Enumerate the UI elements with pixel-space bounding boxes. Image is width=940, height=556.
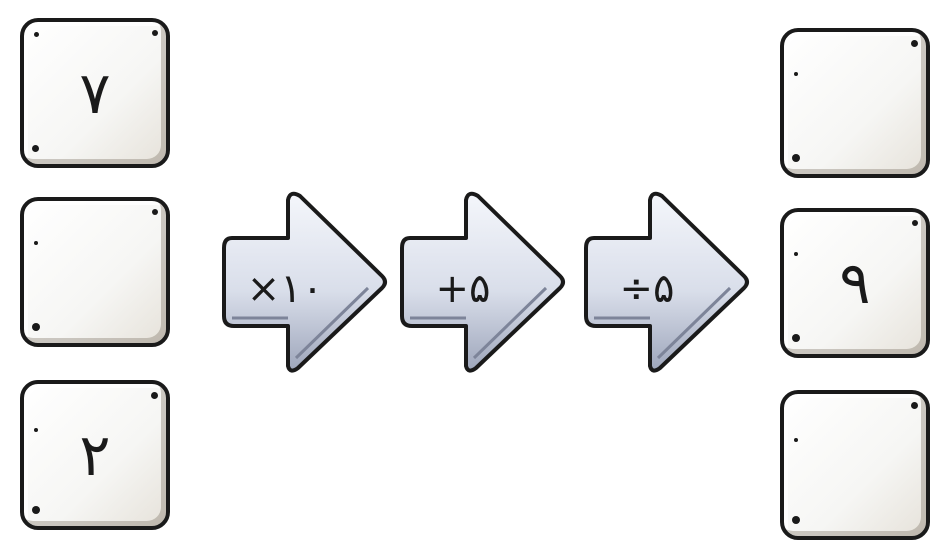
input-box-2[interactable] — [20, 197, 170, 347]
corner-dot — [32, 506, 40, 514]
operation-arrow-2: +۵ — [396, 188, 571, 378]
corner-dot — [34, 32, 39, 37]
corner-dot — [911, 402, 918, 409]
output-box-1[interactable] — [780, 28, 930, 178]
corner-dot — [794, 72, 798, 76]
corner-dot — [911, 40, 918, 47]
output-value-2: ۹ — [839, 254, 870, 312]
operation-arrow-3: ÷۵ — [580, 188, 755, 378]
corner-dot — [32, 145, 39, 152]
operation-label-2: +۵ — [404, 266, 522, 312]
input-box-3[interactable]: ۲ — [20, 380, 170, 530]
corner-dot — [794, 438, 798, 442]
input-value-1: ۷ — [79, 64, 110, 122]
input-value-3: ۲ — [79, 426, 110, 484]
operation-arrow-1: ×۱۰ — [218, 188, 393, 378]
corner-dot — [152, 209, 158, 215]
corner-dot — [32, 323, 40, 331]
input-box-1[interactable]: ۷ — [20, 18, 170, 168]
corner-dot — [34, 241, 38, 245]
output-box-2[interactable]: ۹ — [780, 208, 930, 358]
operation-label-1: ×۱۰ — [226, 266, 344, 312]
corner-dot — [34, 428, 38, 432]
corner-dot — [152, 30, 158, 36]
output-box-3[interactable] — [780, 390, 930, 540]
corner-dot — [792, 516, 800, 524]
corner-dot — [792, 154, 800, 162]
corner-dot — [912, 220, 918, 226]
operation-label-3: ÷۵ — [588, 266, 706, 312]
corner-dot — [792, 334, 800, 342]
corner-dot — [794, 252, 798, 256]
corner-dot — [151, 392, 158, 399]
